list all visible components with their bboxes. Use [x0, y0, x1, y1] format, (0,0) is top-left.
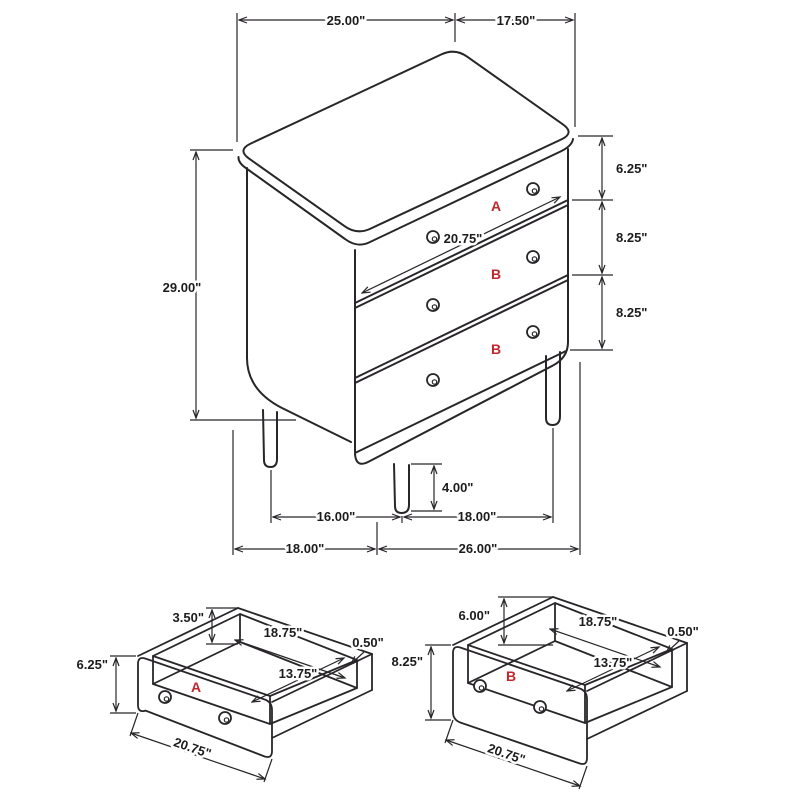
drawer-b2-label: B [491, 341, 501, 357]
dim-a-front-width: 20.75" [172, 734, 213, 761]
dim-b-back-height: 6.00" [459, 608, 490, 623]
leg-front-left [393, 463, 410, 514]
drawer-a-detail-view: A 3.50" 18.75" 0.50" 6.25" 13.75" [74, 607, 386, 783]
drawer-a-interior-bottom [152, 641, 358, 725]
dim-base-width: 26.00" [459, 541, 498, 556]
knob-detail-icon [223, 717, 230, 723]
chest-top-edge [237, 138, 574, 246]
dim-leg-height: 4.00" [442, 480, 473, 495]
dim-bottom-drawer-height: 8.25" [616, 305, 647, 320]
chest-front-bottom [354, 350, 567, 454]
leg-front-right [545, 351, 561, 426]
drawer-divider-2b [354, 279, 569, 384]
drawer-b-interior-bottom [467, 640, 673, 724]
rail-bottom [354, 365, 553, 465]
dim-b-interior-width: 18.75" [579, 614, 618, 629]
drawer-b-detail-label: B [506, 668, 516, 684]
dim-middle-drawer-height: 8.25" [616, 230, 647, 245]
dim-a-front-height: 6.25" [77, 657, 108, 672]
dim-a-wall-thickness: 0.50" [352, 635, 383, 650]
dim-a-interior-width: 18.75" [264, 625, 303, 640]
drawer-b1-label: B [491, 266, 501, 282]
dim-b-wall-thickness: 0.50" [667, 624, 698, 639]
drawer-a-dimension-lines: 3.50" 18.75" 0.50" 6.25" 13.75" 20.75" [74, 607, 386, 783]
drawer-b-front-panel [452, 646, 588, 765]
knob-detail-icon [478, 685, 485, 691]
chest-top-surface [242, 50, 570, 233]
drawer-a-line-art [137, 607, 373, 758]
dim-top-width: 17.50" [497, 13, 536, 28]
drawer-a-label: A [491, 198, 501, 214]
dim-a-back-height: 3.50" [173, 610, 204, 625]
dim-leg-spacing-depth: 16.00" [317, 509, 356, 524]
chest-dimension-lines: 25.00" 17.50" 29.00" 6.25" 8.25" 8.25" 2… [160, 11, 650, 559]
drawer-a-detail-label: A [191, 679, 201, 695]
drawer-b-dimension-lines: 6.00" 18.75" 0.50" 8.25" 13.75" 20.75" [389, 596, 701, 790]
knob-detail-icon [431, 304, 438, 310]
knob-detail-icon [538, 706, 545, 712]
dim-b-interior-depth: 13.75" [594, 655, 633, 670]
knob-detail-icon [431, 379, 438, 385]
chest-left-rail [246, 357, 352, 443]
main-chest-view: A B B 25.00" 17.50" 29.00" 6.25" [160, 11, 650, 559]
knob-detail-icon [531, 188, 538, 194]
dim-b-front-height: 8.25" [392, 654, 423, 669]
chest-line-art [237, 50, 574, 514]
dim-a-interior-depth: 13.75" [279, 666, 318, 681]
dim-b-front-width: 20.75" [486, 740, 527, 767]
dim-top-depth: 25.00" [327, 13, 366, 28]
dim-leg-spacing-width: 18.00" [458, 509, 497, 524]
dim-drawer-front-width: 20.75" [444, 231, 483, 246]
drawer-a-inner-rim [152, 613, 358, 697]
rail-right-cap [551, 341, 569, 367]
knob-detail-icon [531, 331, 538, 337]
dim-base-depth: 18.00" [286, 541, 325, 556]
drawer-b-inner-rim [467, 602, 673, 686]
drawer-b-detail-view: B 6.00" 18.75" 0.50" 8.25" 13.75" [389, 596, 701, 790]
knob-detail-icon [163, 696, 170, 702]
dim-top-drawer-height: 6.25" [616, 161, 647, 176]
dim-overall-height: 29.00" [163, 280, 202, 295]
leg-back-left [262, 409, 278, 468]
